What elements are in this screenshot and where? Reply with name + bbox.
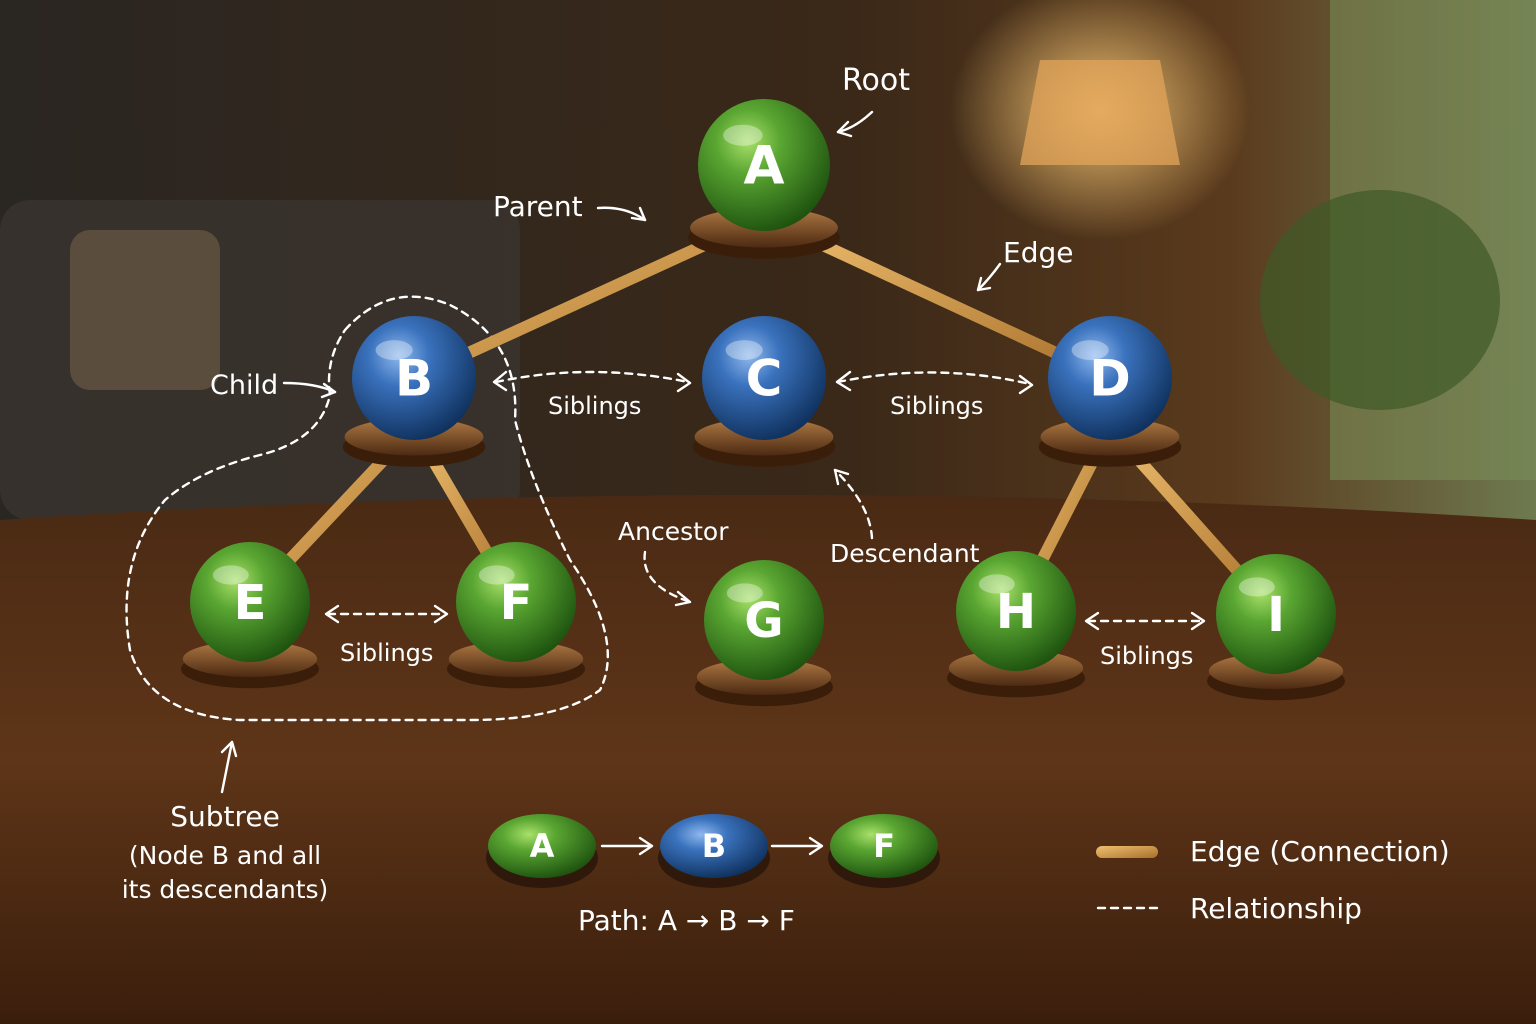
node-H: H bbox=[956, 551, 1076, 671]
node-highlight-D bbox=[1071, 340, 1109, 361]
node-highlight-B bbox=[375, 340, 413, 361]
node-highlight-G bbox=[726, 583, 763, 603]
path-token-label-F: F bbox=[873, 827, 895, 865]
node-label-E: E bbox=[234, 575, 267, 631]
path-token-label-A: A bbox=[530, 827, 555, 865]
path-caption: Path: A → B → F bbox=[578, 904, 795, 937]
node-ball-C bbox=[702, 316, 826, 440]
node-A: A bbox=[698, 99, 830, 231]
label-siblings-cd: Siblings bbox=[890, 392, 983, 420]
label-ancestor: Ancestor bbox=[618, 517, 729, 546]
node-ball-A bbox=[698, 99, 830, 231]
legend-relationship-label: Relationship bbox=[1190, 892, 1362, 925]
subtree-outline bbox=[125, 295, 610, 722]
path-token-F bbox=[830, 814, 938, 878]
nodes: A B C D E F G H I bbox=[190, 99, 1336, 680]
siblings-arrows bbox=[324, 370, 1206, 631]
path-token-label-B: B bbox=[702, 827, 726, 865]
node-ball-H bbox=[956, 551, 1076, 671]
legend-edge-label: Edge (Connection) bbox=[1190, 835, 1450, 868]
annotation-arrows bbox=[220, 110, 1002, 794]
label-siblings-ef: Siblings bbox=[340, 639, 433, 667]
sofa-cushion bbox=[70, 230, 220, 390]
node-C: C bbox=[702, 316, 826, 440]
label-subtree-line2: its descendants) bbox=[122, 875, 329, 904]
node-label-H: H bbox=[996, 584, 1036, 640]
node-B: B bbox=[352, 316, 476, 440]
node-label-D: D bbox=[1089, 349, 1131, 407]
node-ball-G bbox=[704, 560, 824, 680]
node-D: D bbox=[1048, 316, 1172, 440]
node-ball-B bbox=[352, 316, 476, 440]
node-E: E bbox=[190, 542, 310, 662]
node-ball-I bbox=[1216, 554, 1336, 674]
legend: Edge (Connection) Relationship bbox=[1096, 835, 1450, 925]
node-label-C: C bbox=[746, 349, 783, 407]
node-label-G: G bbox=[744, 593, 783, 649]
node-G: G bbox=[704, 560, 824, 680]
label-siblings-hi: Siblings bbox=[1100, 642, 1193, 670]
node-I: I bbox=[1216, 554, 1336, 674]
plant bbox=[1260, 190, 1500, 410]
label-root: Root bbox=[842, 63, 910, 98]
wooden-table bbox=[0, 495, 1536, 1024]
node-label-B: B bbox=[395, 349, 433, 407]
label-subtree-line1: (Node B and all bbox=[129, 841, 321, 870]
lamp-shade bbox=[1020, 60, 1180, 165]
node-highlight-H bbox=[978, 574, 1015, 594]
node-label-A: A bbox=[743, 135, 784, 196]
label-siblings-bc: Siblings bbox=[548, 392, 641, 420]
node-F: F bbox=[456, 542, 576, 662]
label-child: Child bbox=[210, 370, 278, 401]
node-highlight-C bbox=[725, 340, 763, 361]
legend-edge-swatch bbox=[1096, 846, 1158, 858]
node-label-F: F bbox=[500, 575, 533, 631]
label-parent: Parent bbox=[493, 190, 583, 223]
node-ball-E bbox=[190, 542, 310, 662]
label-descendant: Descendant bbox=[830, 539, 980, 568]
node-highlight-F bbox=[478, 565, 515, 585]
node-highlight-I bbox=[1238, 577, 1275, 597]
node-highlight-A bbox=[723, 124, 763, 146]
node-ball-D bbox=[1048, 316, 1172, 440]
path-token-B bbox=[660, 814, 768, 878]
label-edge: Edge bbox=[1003, 236, 1073, 269]
label-subtree-title: Subtree bbox=[170, 800, 280, 833]
path-token-A bbox=[488, 814, 596, 878]
node-ball-F bbox=[456, 542, 576, 662]
node-label-I: I bbox=[1267, 587, 1285, 643]
node-highlight-E bbox=[212, 565, 249, 585]
